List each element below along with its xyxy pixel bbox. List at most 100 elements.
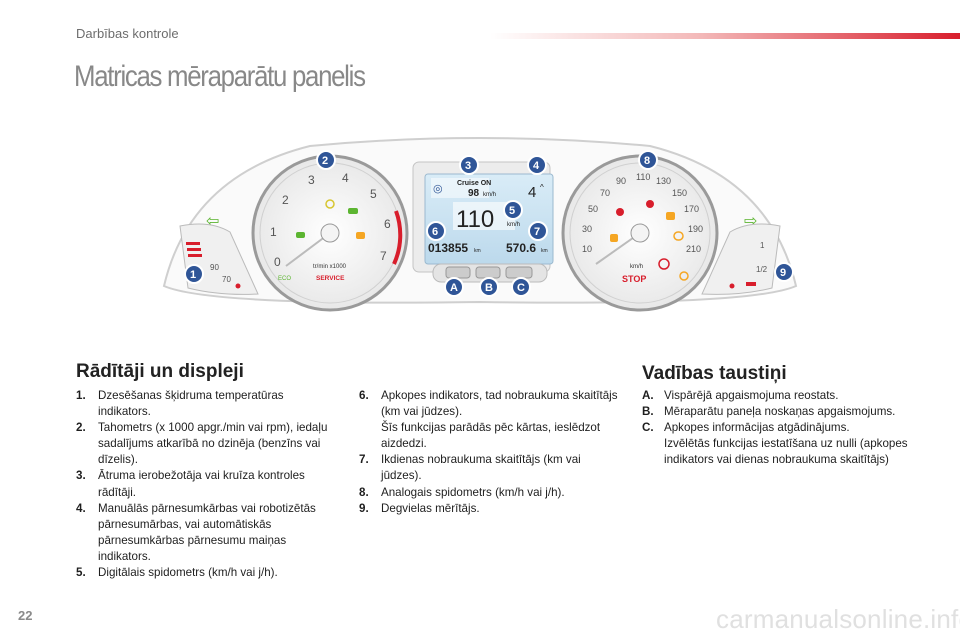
item-number: 1. <box>76 389 86 402</box>
svg-text:1: 1 <box>190 269 196 281</box>
item-number: 5. <box>76 566 86 580</box>
page-number: 22 <box>18 608 33 623</box>
speedometer: 10 30 50 70 90 110 130 150 170 190 210 k… <box>561 154 719 312</box>
speedo-icon-brake <box>658 258 670 270</box>
temp-warning-dot <box>235 283 241 289</box>
callout-3: 3 <box>459 155 479 175</box>
callout-C: C <box>511 277 531 297</box>
fuel-warning-dot <box>729 283 735 289</box>
svg-text:7: 7 <box>534 226 540 238</box>
speedo-tick-10: 10 <box>582 244 592 254</box>
item-number: 6. <box>359 389 369 402</box>
list-item: 1.Dzesēšanas šķidruma temperatūras indik… <box>76 388 338 420</box>
odometer-value: 013855 <box>428 241 468 255</box>
callout-5: 5 <box>503 200 523 220</box>
list-item: 7. Ikdienas nobraukuma skaitītājs (km vai… <box>359 452 621 484</box>
speedo-tick-150: 150 <box>672 188 687 198</box>
item-text: Analogais spidometrs (km/h vai j/h). <box>381 485 565 499</box>
tacho-icon-beam <box>348 208 358 214</box>
cruise-unit: km/h <box>483 192 496 198</box>
svg-text:8: 8 <box>644 155 650 167</box>
tacho-tick-4: 4 <box>342 171 349 185</box>
tacho-icon-fog <box>356 232 365 239</box>
speedo-unit-label: km/h <box>630 264 643 270</box>
speedo-icon-engine <box>666 212 675 220</box>
tacho-tick-0: 0 <box>274 255 281 269</box>
tacho-tick-5: 5 <box>370 187 377 201</box>
tacho-tick-2: 2 <box>282 193 289 207</box>
temp-tick-90: 90 <box>210 263 219 272</box>
tachometer: 0 1 2 3 4 5 6 7 ECO tr/min x1000 SERVICE <box>251 154 409 312</box>
speedo-tick-110: 110 <box>636 172 650 182</box>
callout-9: 9 <box>774 262 794 282</box>
cruise-icon: ◎ <box>433 183 443 195</box>
callout-1: 1 <box>184 264 204 284</box>
list-item: 3. Ātruma ierobežotāja vai kruīza kontrol… <box>76 468 338 500</box>
trip-unit: km <box>541 248 548 254</box>
tacho-tick-1: 1 <box>270 225 277 239</box>
button-ambience <box>475 266 501 279</box>
svg-text:C: C <box>517 282 525 294</box>
item-text: Tahometrs (x 1000 apgr./min vai rpm), ie… <box>98 421 328 467</box>
speedo-icon-airbag <box>646 200 654 208</box>
controls-list: A.Vispārējā apgaismojuma reostats. B.Mēr… <box>642 388 918 468</box>
speedo-tick-90: 90 <box>616 176 626 186</box>
page-title: Matricas mēraparātu panelis <box>74 60 366 93</box>
watermark: carmanualsonline.info <box>716 604 960 634</box>
list-item: 8.Analogais spidometrs (km/h vai j/h). <box>359 485 621 501</box>
item-text: Vispārējā apgaismojuma reostats. <box>664 389 839 402</box>
tacho-tick-6: 6 <box>384 217 391 231</box>
item-number: 9. <box>359 501 369 515</box>
speedo-icon-seatbelt <box>616 208 624 216</box>
item-extra-text: Izvēlētās funkcijas iestatīšana uz nulli… <box>664 437 908 467</box>
list-item: C. Apkopes informācijas atgādinājums.Izvē… <box>642 420 918 468</box>
callout-7: 7 <box>528 221 548 241</box>
list-item: 9.Degvielas mērītājs. <box>359 501 621 517</box>
item-text: Digitālais spidometrs (km/h vai j/h). <box>98 566 278 580</box>
speedo-tick-70: 70 <box>600 188 610 198</box>
item-main-text: Apkopes indikators, tad nobraukuma skait… <box>381 389 618 419</box>
list-item: 6. Apkopes indikators, tad nobraukuma ska… <box>359 388 621 452</box>
item-letter: C. <box>642 421 654 435</box>
speedo-tick-30: 30 <box>582 224 592 234</box>
header-rule <box>490 33 960 39</box>
list-item: A.Vispārējā apgaismojuma reostats. <box>642 388 918 404</box>
gear-up-icon: ^ <box>540 183 544 192</box>
digital-speed-unit: km/h <box>507 222 520 228</box>
button-dimmer <box>445 266 471 279</box>
temp-red-zone-3 <box>188 254 202 257</box>
tacho-redline <box>392 210 403 265</box>
tacho-hub <box>320 223 340 243</box>
item-number: 7. <box>359 453 369 467</box>
gear-indicator: 4 <box>528 184 536 201</box>
speedo-tick-210: 210 <box>686 244 701 254</box>
item-text: Apkopes indikators, tad nobraukuma skait… <box>381 388 621 452</box>
svg-text:4: 4 <box>533 160 540 172</box>
callout-2: 2 <box>316 150 336 170</box>
callout-8: 8 <box>638 150 658 170</box>
button-service <box>505 266 533 279</box>
indicators-list-col1: 1.Dzesēšanas šķidruma temperatūras indik… <box>76 388 338 581</box>
turn-left-icon: ⇦ <box>206 213 219 230</box>
list-item: 4.Manuālās pārnesumkārbas vai robotizētā… <box>76 501 338 565</box>
fuel-gauge: 1 1/2 <box>701 223 781 295</box>
item-text: Mēraparātu paneļa noskaņas apgaismojums. <box>664 405 896 419</box>
item-number: 3. <box>76 469 86 483</box>
item-text: Apkopes informācijas atgādinājums.Izvēlē… <box>664 420 918 468</box>
callout-4: 4 <box>527 155 547 175</box>
odometer-unit: km <box>474 248 481 254</box>
item-text: Ikdienas nobraukuma skaitītājs (km vai j… <box>381 453 581 483</box>
svg-text:2: 2 <box>322 155 328 167</box>
controls-section-title: Vadības taustiņi <box>642 363 787 384</box>
temp-tick-70: 70 <box>222 275 231 284</box>
tacho-service-label: SERVICE <box>316 275 345 282</box>
list-item: B.Mēraparātu paneļa noskaņas apgaismojum… <box>642 404 918 420</box>
tacho-eco-label: ECO <box>278 276 291 282</box>
svg-text:B: B <box>485 282 493 294</box>
item-text: Ātruma ierobežotāja vai kruīza kontroles… <box>98 469 305 499</box>
tacho-icon-light <box>325 199 335 209</box>
fuel-tick-half: 1/2 <box>756 265 768 274</box>
speedo-hub <box>630 223 650 243</box>
speedo-icon-abs <box>673 231 684 241</box>
item-extra-text: Šīs funkcijas parādās pēc kārtas, ieslēd… <box>381 421 601 451</box>
